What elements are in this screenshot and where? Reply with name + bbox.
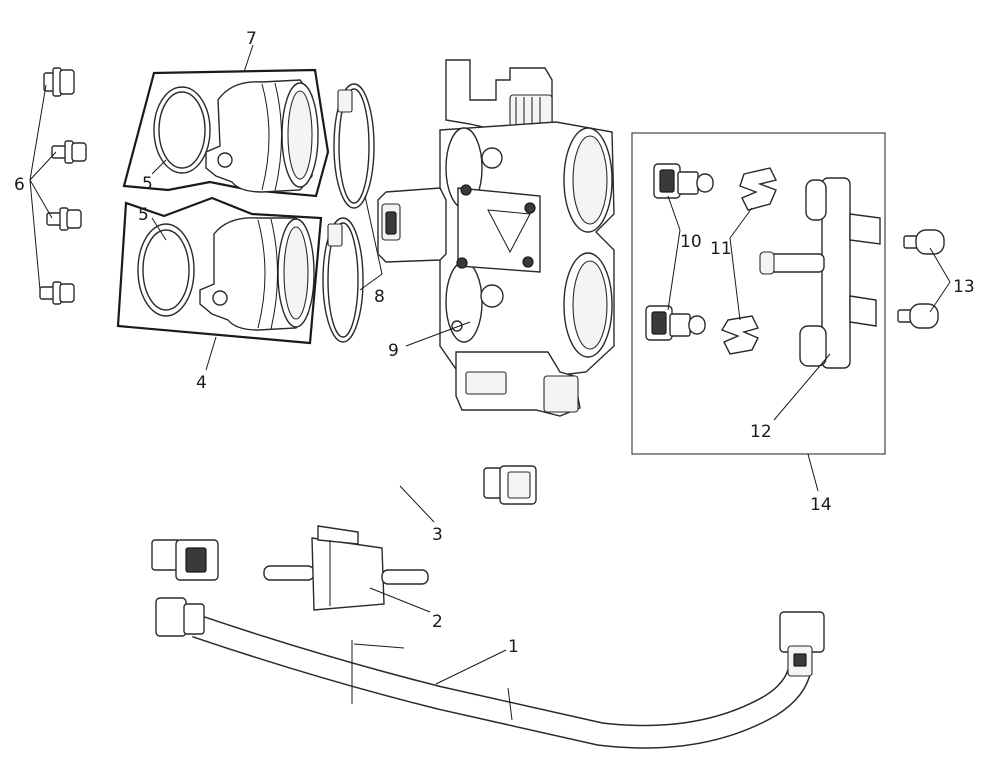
fuel-hose-3: 3 xyxy=(150,447,537,581)
throttle-body-9: 9 xyxy=(377,59,615,417)
leader-6 xyxy=(29,84,57,291)
assembly-box-4: 5 4 xyxy=(116,196,323,393)
leader-5b xyxy=(151,217,167,241)
callout-14: 14 xyxy=(810,495,832,515)
callout-5-lower: 5 xyxy=(138,205,149,225)
assembly-box-7: 7 5 xyxy=(122,29,330,198)
callout-12: 12 xyxy=(750,422,772,442)
callout-13: 13 xyxy=(953,277,975,297)
callout-7: 7 xyxy=(246,29,257,49)
callout-2: 2 xyxy=(432,612,443,632)
hose-clamps-8: 8 xyxy=(322,83,385,343)
fuel-filter-2: 2 xyxy=(263,525,443,632)
leader-8 xyxy=(359,195,383,291)
leader-5a xyxy=(151,159,167,175)
leader-10 xyxy=(667,195,681,311)
injector-10-lower xyxy=(645,305,706,341)
leader-12 xyxy=(773,353,831,421)
bolt-6d xyxy=(39,281,75,305)
leader-11 xyxy=(729,207,753,321)
bolt-6c xyxy=(46,207,82,231)
clip-11-upper xyxy=(739,167,778,211)
callout-10: 10 xyxy=(680,232,702,252)
injector-10-upper xyxy=(653,163,714,199)
leader-2 xyxy=(369,587,431,613)
bolt-6b xyxy=(51,140,87,164)
leader-7 xyxy=(243,44,254,73)
callout-8: 8 xyxy=(374,287,385,307)
leader-14 xyxy=(807,453,819,492)
fuel-hose-1: 1 xyxy=(155,597,825,749)
callout-9: 9 xyxy=(388,341,399,361)
leader-9 xyxy=(405,321,471,347)
leader-1 xyxy=(435,649,507,685)
callout-11: 11 xyxy=(710,239,732,259)
screws-13: 13 xyxy=(897,229,975,329)
fuel-rail-12 xyxy=(759,177,881,369)
intake-boot-upper xyxy=(205,79,319,193)
callout-6: 6 xyxy=(14,175,25,195)
callout-5-upper: 5 xyxy=(142,174,153,194)
leader-3 xyxy=(399,485,435,523)
callout-1: 1 xyxy=(508,637,519,657)
leader-4 xyxy=(205,336,217,371)
clip-11-lower xyxy=(720,315,760,355)
bolt-group-6: 6 xyxy=(14,67,87,305)
injector-kit-box-14: 10 11 12 14 xyxy=(631,132,886,515)
callout-4: 4 xyxy=(196,373,207,393)
leader-13 xyxy=(929,247,951,313)
bolt-6a xyxy=(43,67,75,97)
intake-boot-lower xyxy=(199,217,315,331)
callout-3: 3 xyxy=(432,525,443,545)
